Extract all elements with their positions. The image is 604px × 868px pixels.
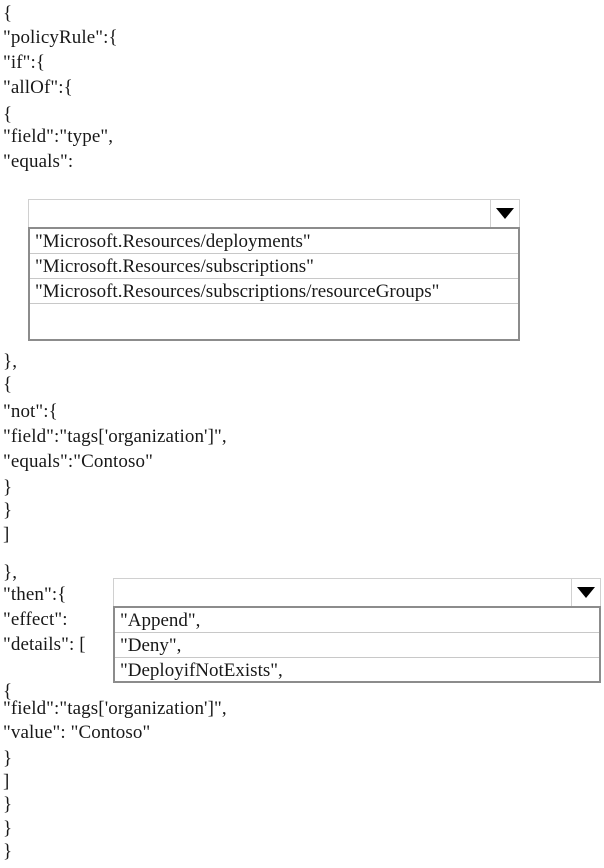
chevron-down-icon[interactable] [571,578,601,607]
list-item[interactable]: "Microsoft.Resources/subscriptions/resou… [30,279,518,304]
type-value-dropdown-list[interactable]: "Microsoft.Resources/deployments" "Micro… [28,227,520,341]
code-line: "field":"tags['organization']", [3,426,227,447]
code-line: } [3,794,13,815]
type-value-dropdown[interactable]: "Microsoft.Resources/deployments" "Micro… [28,199,520,341]
code-line: "details": [ [3,634,86,655]
code-line: } [3,818,13,839]
list-item[interactable]: "Append", [115,608,599,633]
type-value-dropdown-field[interactable] [28,199,491,228]
list-item[interactable] [30,304,518,339]
code-line: ] [3,524,10,545]
effect-value-dropdown-list[interactable]: "Append", "Deny", "DeployifNotExists", [113,606,601,683]
code-line: ] [3,771,10,792]
code-line: "allOf":{ [3,77,73,98]
code-line: "not":{ [3,401,58,422]
code-line: }, [3,562,18,583]
code-line: }, [3,351,18,372]
chevron-down-glyph [577,587,595,598]
list-item[interactable]: "Microsoft.Resources/subscriptions" [30,254,518,279]
code-line: "equals": [3,151,74,172]
code-line: } [3,500,13,521]
code-line: { [3,374,13,395]
chevron-down-glyph [496,208,514,219]
code-line: "if":{ [3,52,46,73]
effect-value-dropdown[interactable]: "Append", "Deny", "DeployifNotExists", [113,578,601,683]
code-line: } [3,477,13,498]
code-line: "field":"tags['organization']", [3,698,227,719]
code-line: { [3,681,13,702]
list-item[interactable]: "Microsoft.Resources/deployments" [30,229,518,254]
list-item[interactable]: "Deny", [115,633,599,658]
code-line: { [3,104,13,125]
effect-value-dropdown-field[interactable] [113,578,572,607]
code-line: "then":{ [3,584,67,605]
code-line: "policyRule":{ [3,27,118,48]
list-item[interactable]: "DeployifNotExists", [115,658,599,681]
code-line: "equals":"Contoso" [3,451,153,472]
code-line: } [3,748,13,769]
code-line: "value": "Contoso" [3,722,151,743]
code-line: "effect": [3,609,68,630]
code-line: { [3,3,13,24]
code-line: } [3,841,13,862]
chevron-down-icon[interactable] [490,199,520,228]
code-line: "field":"type", [3,126,114,147]
